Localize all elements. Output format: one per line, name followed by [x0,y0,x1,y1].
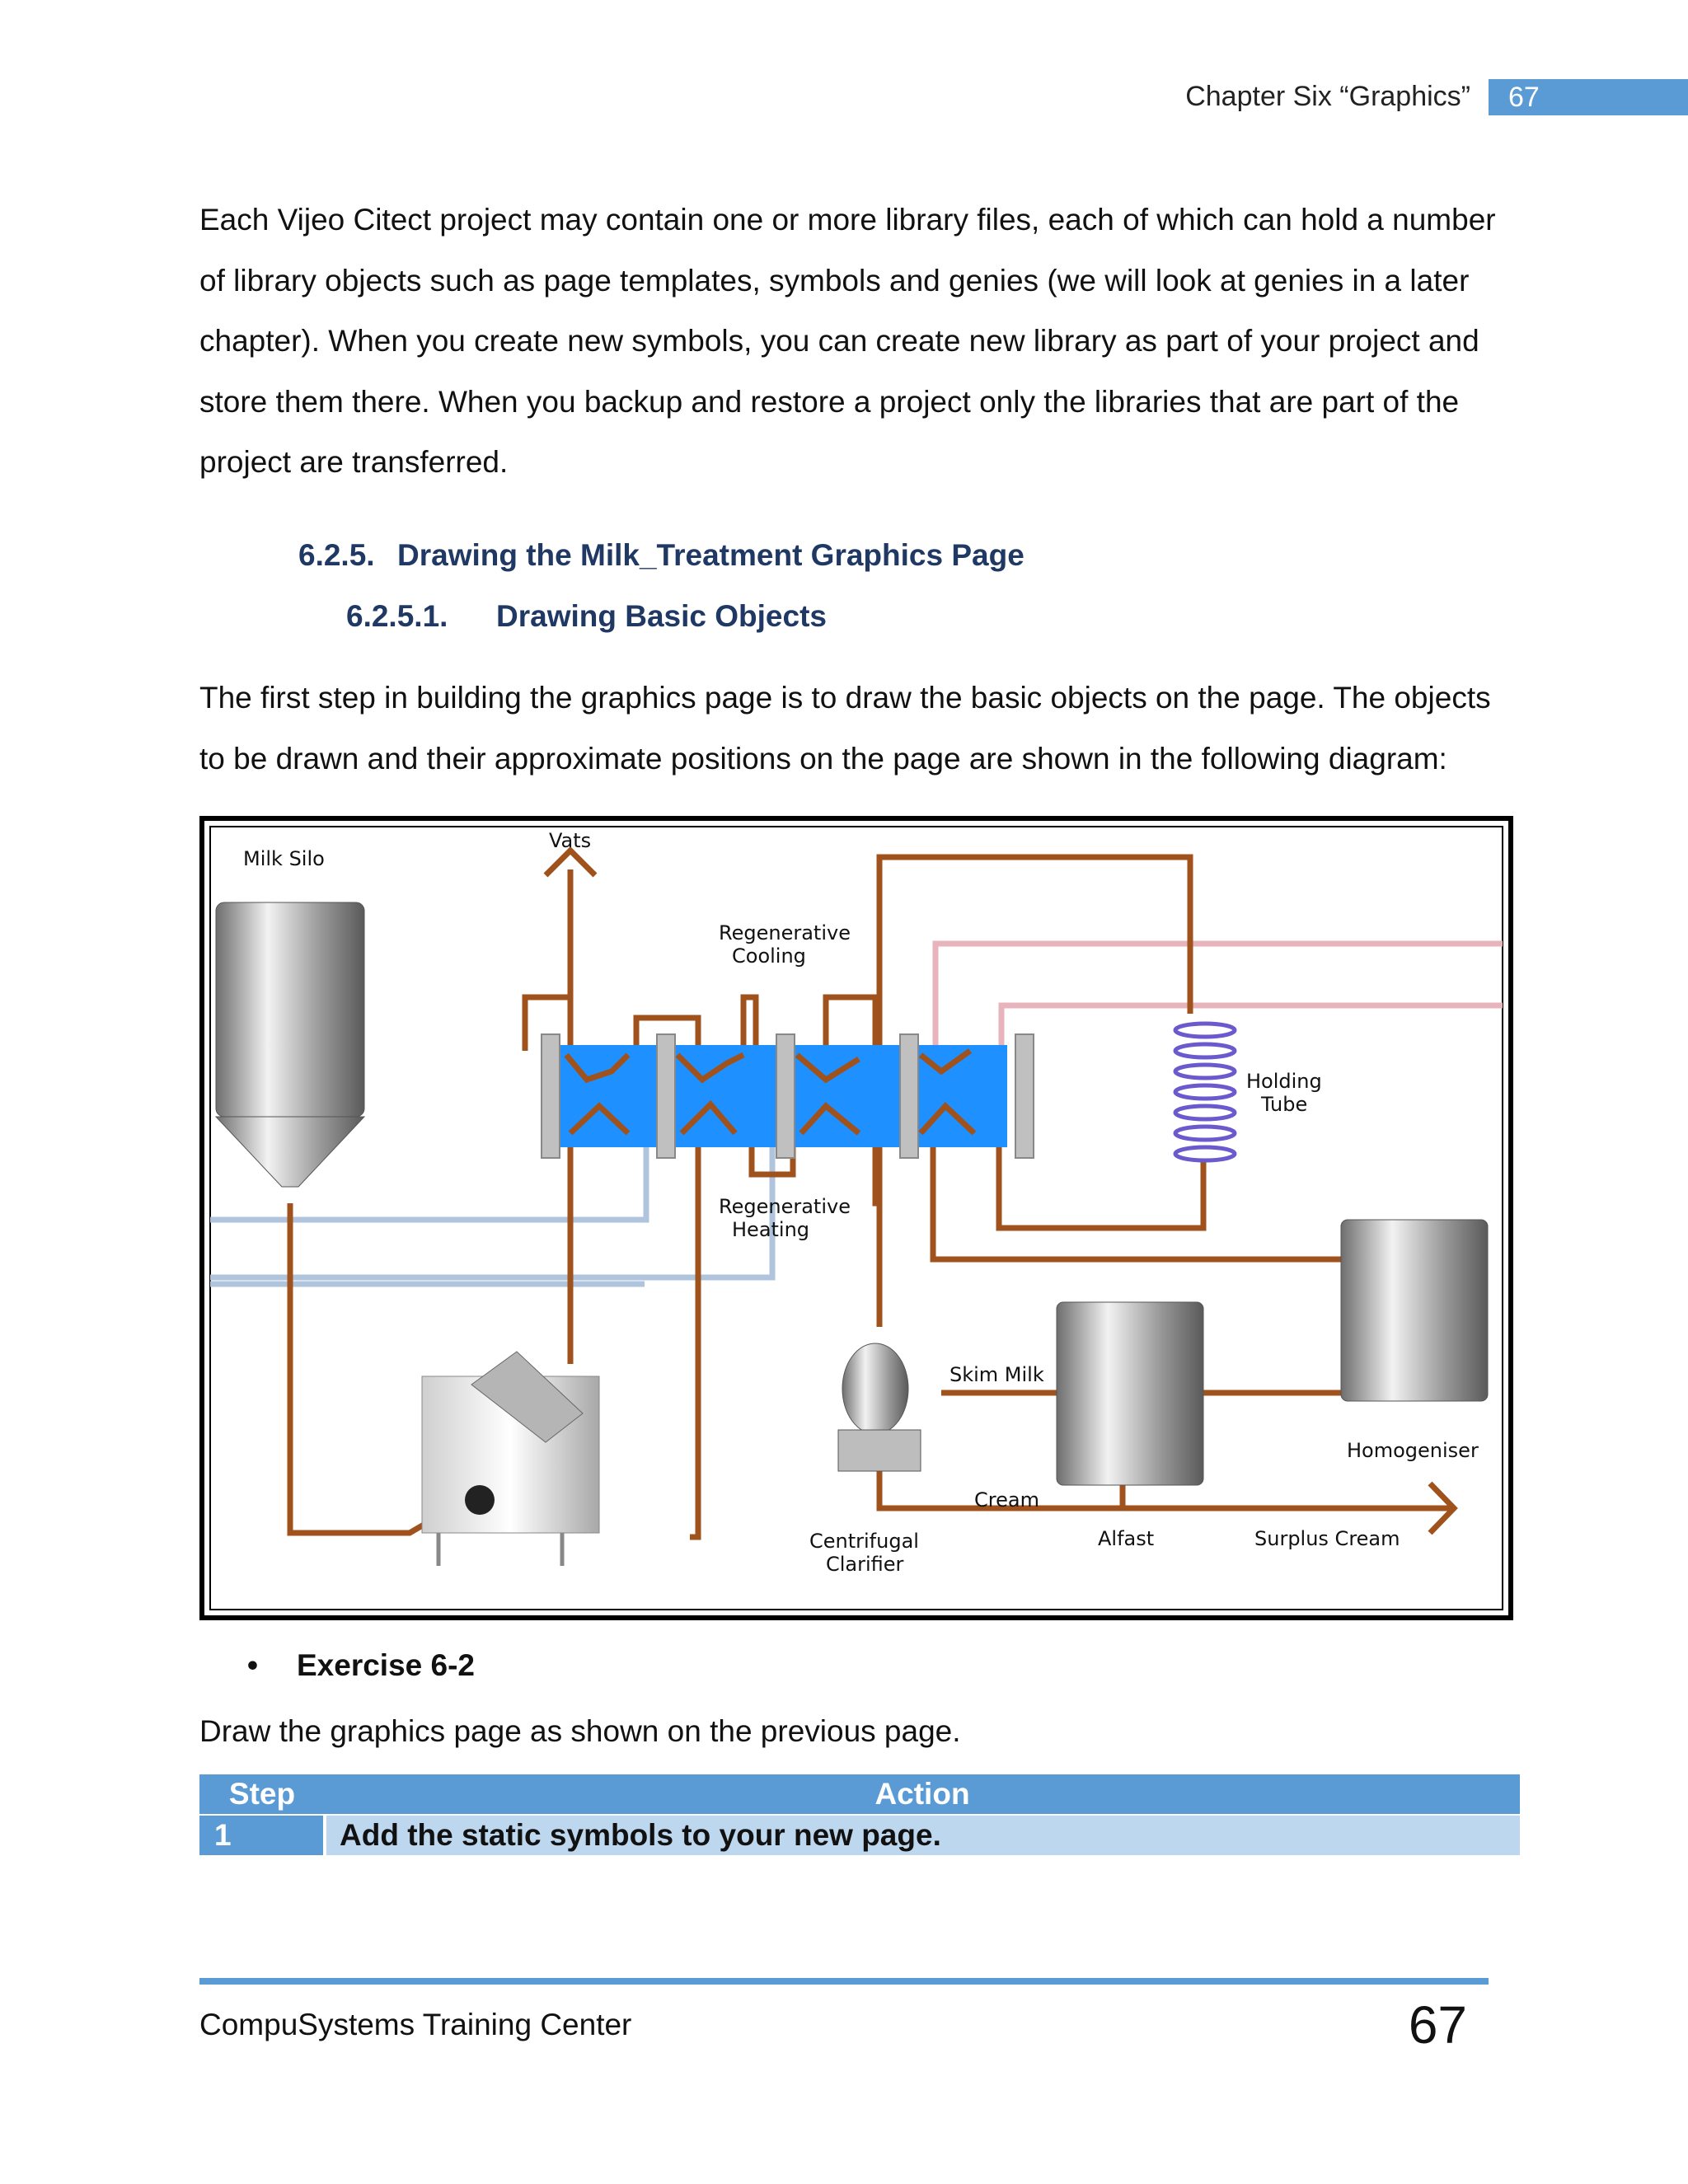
label-surplus-cream: Surplus Cream [1254,1527,1400,1550]
footer-rule [199,1978,1489,1985]
section-heading: 6.2.5. Drawing the Milk_Treatment Graphic… [298,538,1025,573]
exercise-title: Exercise 6-2 [297,1648,476,1682]
label-alfast: Alfast [1098,1527,1154,1550]
milk-silo-tank [214,902,366,1188]
label-centrifugal-line1: Centrifugal [809,1530,919,1553]
milk-treatment-diagram: Milk Silo Vats Regenerative Cooling Rege… [199,816,1513,1620]
table-header-row: Step Action [199,1774,1520,1814]
label-skim-milk: Skim Milk [950,1363,1044,1386]
subsection-number: 6.2.5.1. [346,599,448,633]
label-cream: Cream [974,1488,1039,1511]
label-centrifugal-line2: Clarifier [826,1553,904,1576]
label-homogeniser: Homogeniser [1347,1439,1479,1462]
label-holding-line1: Holding [1246,1070,1322,1093]
table-row: 1 Add the static symbols to your new pag… [199,1816,1520,1855]
steps-table: Step Action 1 Add the static symbols to … [199,1774,1520,1855]
footer-page-number: 67 [1408,1995,1467,2055]
label-regen-cooling-line2: Cooling [732,944,806,968]
cell-step: 1 [199,1816,323,1855]
exercise-instruction: Draw the graphics page as shown on the p… [199,1714,961,1748]
header-page-number: 67 [1489,79,1688,115]
label-milk-silo: Milk Silo [243,847,325,870]
label-regen-heating-line2: Heating [732,1218,809,1241]
header-action: Action [874,1777,970,1811]
step-paragraph: The first step in building the graphics … [199,681,1491,776]
label-regen-cooling-line1: Regenerative [719,921,851,944]
cell-action: Add the static symbols to your new page. [326,1816,1520,1855]
footer-company: CompuSystems Training Center [199,2008,632,2041]
header-chapter-title: Chapter Six “Graphics” [1185,81,1470,112]
section-number: 6.2.5. [298,538,375,572]
process-pipes [287,846,1458,1540]
alfast-tank [1056,1301,1204,1486]
section-title: Drawing the Milk_Treatment Graphics Page [397,538,1025,572]
homogeniser-tank [1340,1219,1489,1402]
subsection-heading: 6.2.5.1. Drawing Basic Objects [346,599,827,634]
bullet-icon: • [247,1648,258,1682]
subsection-title: Drawing Basic Objects [496,599,827,633]
label-holding-line2: Tube [1260,1093,1307,1116]
exercise-heading: • Exercise 6-2 [247,1648,475,1683]
holding-tube-coil [1173,1021,1237,1163]
intro-paragraph: Each Vijeo Citect project may contain on… [199,203,1496,479]
label-vats: Vats [549,829,591,852]
vat-tank [421,1351,600,1566]
pink-pipes [932,940,1503,1055]
header-step: Step [228,1777,296,1811]
label-regen-heating-line1: Regenerative [719,1195,851,1218]
centrifugal-clarifier [837,1343,921,1472]
heat-exchanger [541,1033,1034,1159]
